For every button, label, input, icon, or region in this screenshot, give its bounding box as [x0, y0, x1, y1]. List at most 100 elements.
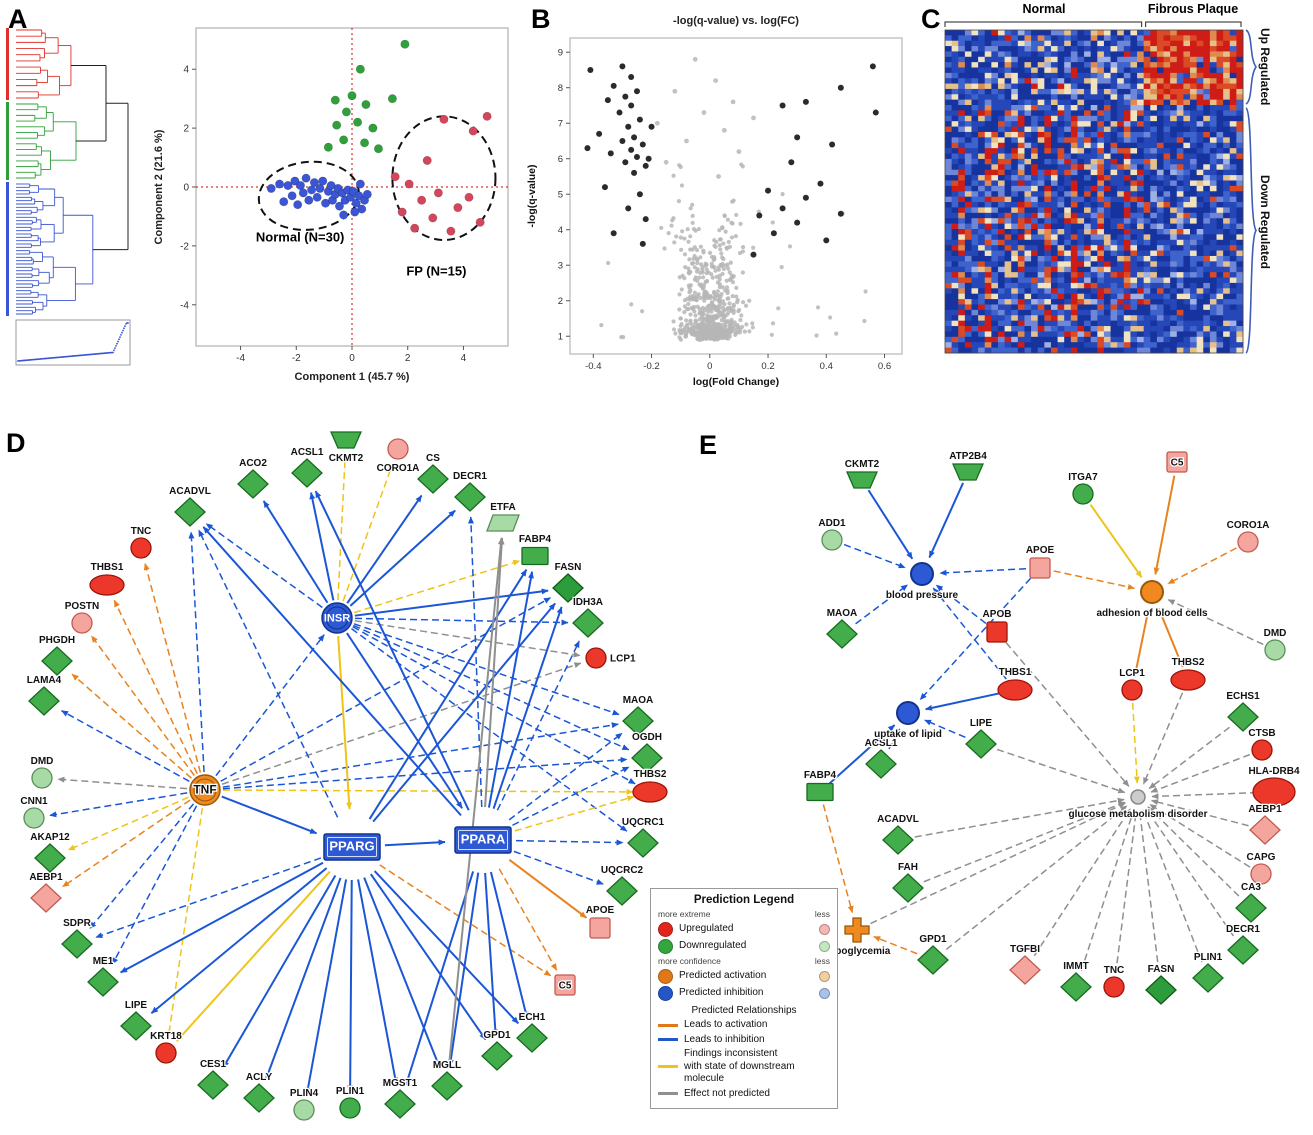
- svg-text:ACO2: ACO2: [239, 458, 267, 469]
- legend-not-predicted-row: Effect not predicted: [658, 1088, 830, 1101]
- hierarchical-clustering-dendrogram: [6, 28, 131, 366]
- svg-text:FASN: FASN: [1148, 964, 1175, 975]
- heatmap-group-normal: Normal: [1022, 2, 1066, 16]
- legend-leads-activation-row: Leads to activation: [658, 1019, 830, 1032]
- svg-text:DMD: DMD: [1264, 628, 1287, 639]
- svg-text:4: 4: [183, 65, 189, 76]
- svg-text:8: 8: [558, 83, 563, 94]
- svg-text:ITGA7: ITGA7: [1068, 472, 1098, 483]
- legend-more-confidence: more confidence: [658, 956, 721, 966]
- svg-text:MAOA: MAOA: [623, 695, 654, 706]
- svg-text:uptake of lipid: uptake of lipid: [874, 729, 942, 740]
- predicted-activation-less-swatch: [819, 970, 830, 982]
- legend-confidence-scale: more confidence less: [658, 956, 830, 967]
- svg-text:OGDH: OGDH: [632, 732, 662, 743]
- inconsistent-line-swatch: [658, 1065, 678, 1069]
- legend-less-2: less: [814, 956, 830, 966]
- heatmap-group-fibrous-plaque: Fibrous Plaque: [1147, 2, 1239, 16]
- predicted-activation-label: Predicted activation: [679, 969, 767, 981]
- svg-text:FABP4: FABP4: [519, 534, 552, 545]
- svg-text:TNC: TNC: [131, 526, 152, 537]
- svg-text:LCP1: LCP1: [1119, 668, 1145, 679]
- legend-upregulated-row: Upregulated: [658, 922, 830, 937]
- svg-text:AKAP12: AKAP12: [30, 832, 70, 843]
- svg-text:THBS2: THBS2: [634, 769, 667, 780]
- legend-leads-inhibition-row: Leads to inhibition: [658, 1034, 830, 1047]
- svg-text:PLIN1: PLIN1: [336, 1086, 365, 1097]
- svg-text:C5: C5: [1171, 458, 1184, 469]
- svg-text:PPARA: PPARA: [461, 832, 506, 847]
- svg-text:DECR1: DECR1: [1226, 924, 1260, 935]
- svg-text:ATP2B4: ATP2B4: [949, 451, 987, 462]
- legend-more-extreme: more extreme: [658, 909, 711, 920]
- svg-text:PHGDH: PHGDH: [39, 635, 75, 646]
- svg-text:hypoglycemia: hypoglycemia: [824, 946, 891, 957]
- svg-text:0.2: 0.2: [761, 361, 774, 372]
- svg-text:-0.4: -0.4: [585, 361, 601, 372]
- not-predicted-line-swatch: [658, 1092, 678, 1096]
- effect-not-predicted-label: Effect not predicted: [684, 1087, 770, 1099]
- svg-text:CORO1A: CORO1A: [377, 463, 420, 474]
- svg-text:CKMT2: CKMT2: [329, 453, 364, 464]
- svg-text:0: 0: [707, 361, 712, 372]
- svg-text:APOB: APOB: [983, 609, 1012, 620]
- svg-text:3: 3: [558, 261, 563, 272]
- panel-e-label: E: [699, 430, 718, 460]
- svg-text:ACADVL: ACADVL: [877, 814, 919, 825]
- svg-text:9: 9: [558, 48, 563, 59]
- svg-text:HLA-DRB4: HLA-DRB4: [1248, 766, 1300, 777]
- predicted-inhibition-less-swatch: [819, 987, 830, 999]
- panel-d-label: D: [6, 428, 26, 458]
- legend-less-1: less: [814, 909, 830, 920]
- svg-text:TGFBI: TGFBI: [1010, 944, 1040, 955]
- legend-inhibition-row: Predicted inhibition: [658, 985, 830, 1001]
- svg-text:POSTN: POSTN: [65, 601, 99, 612]
- svg-text:adhesion of blood cells: adhesion of blood cells: [1096, 608, 1208, 619]
- svg-text:CA3: CA3: [1241, 882, 1261, 893]
- svg-text:glucose metabolism disorder: glucose metabolism disorder: [1069, 809, 1208, 820]
- svg-text:log(Fold Change): log(Fold Change): [693, 376, 779, 388]
- svg-text:-log(q-value): -log(q-value): [526, 165, 538, 228]
- svg-text:AEBP1: AEBP1: [29, 872, 63, 883]
- volcano-plot: -log(q-value) vs. log(FC)123456789-0.4-0…: [526, 15, 903, 388]
- svg-text:ADD1: ADD1: [818, 518, 846, 529]
- svg-text:MAOA: MAOA: [827, 608, 858, 619]
- legend-downregulated-row: Downregulated: [658, 939, 830, 954]
- svg-text:0: 0: [183, 183, 189, 194]
- prediction-legend: Prediction Legend more extreme less Upre…: [650, 888, 838, 1110]
- heatmap-down-regulated-label: Down Regulated: [1258, 175, 1272, 270]
- svg-text:LIPE: LIPE: [125, 1000, 148, 1011]
- upregulated-less-swatch: [819, 924, 830, 935]
- svg-text:CORO1A: CORO1A: [1227, 520, 1270, 531]
- svg-text:4: 4: [558, 225, 563, 236]
- svg-text:CES1: CES1: [200, 1059, 227, 1070]
- svg-text:APOE: APOE: [1026, 545, 1055, 556]
- svg-text:-2: -2: [180, 241, 189, 252]
- svg-text:Normal (N=30): Normal (N=30): [256, 229, 345, 244]
- svg-text:-2: -2: [292, 353, 301, 364]
- expression-heatmap: [944, 21, 1257, 354]
- svg-text:CNN1: CNN1: [20, 796, 48, 807]
- svg-text:ACSL1: ACSL1: [865, 738, 898, 749]
- svg-text:0.6: 0.6: [878, 361, 891, 372]
- svg-text:DECR1: DECR1: [453, 471, 487, 482]
- predicted-activation-swatch: [658, 968, 673, 984]
- svg-text:-log(q-value) vs. log(FC): -log(q-value) vs. log(FC): [673, 15, 799, 27]
- svg-text:MGST1: MGST1: [383, 1078, 418, 1089]
- svg-text:5: 5: [558, 190, 563, 201]
- legend-inconsistent-row: Findings inconsistent with state of down…: [658, 1048, 830, 1086]
- svg-text:C5: C5: [559, 981, 572, 992]
- svg-text:CAPG: CAPG: [1247, 852, 1276, 863]
- svg-text:MGLL: MGLL: [433, 1060, 461, 1071]
- svg-text:CKMT2: CKMT2: [845, 459, 880, 470]
- upregulated-label: Upregulated: [679, 923, 734, 935]
- svg-text:PPARG: PPARG: [329, 839, 374, 854]
- network-d-upstream-regulators: ACADVLACO2ACSL1CKMT2CORO1ACSDECR1ETFAFAB…: [19, 431, 668, 1121]
- legend-extreme-scale: more extreme less: [658, 909, 830, 920]
- svg-text:ME1: ME1: [93, 956, 114, 967]
- svg-text:ACADVL: ACADVL: [169, 486, 211, 497]
- svg-text:Component 2 (21.6 %): Component 2 (21.6 %): [153, 129, 165, 244]
- svg-text:7: 7: [558, 119, 563, 130]
- svg-text:4: 4: [461, 353, 467, 364]
